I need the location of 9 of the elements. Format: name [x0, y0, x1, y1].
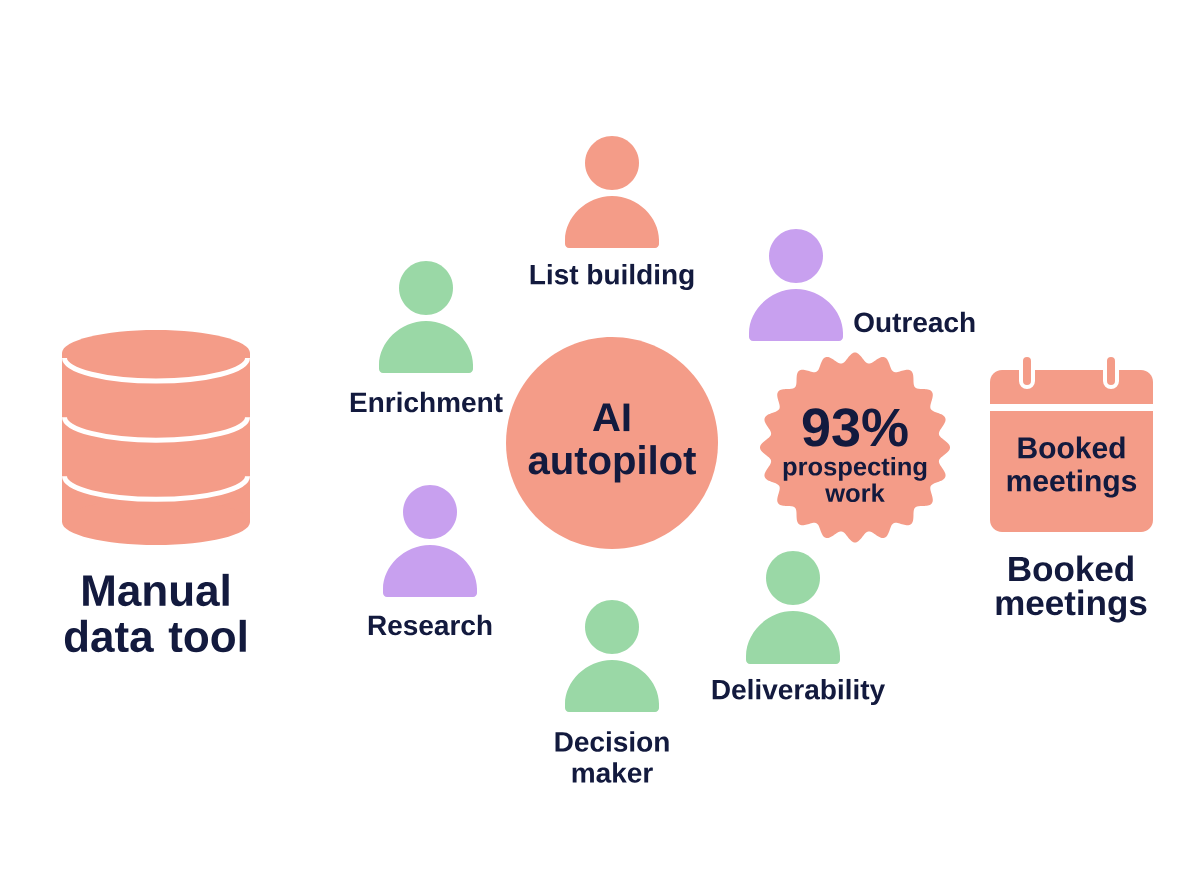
- node-label: Manual data tool: [64, 573, 246, 653]
- node-label: Deliverability: [712, 678, 885, 706]
- node-label: Enrichment: [350, 391, 503, 413]
- seal-badge: 93% prospecting work: [760, 352, 950, 543]
- node-label: Outreach: [854, 311, 975, 333]
- node-label: Decision maker: [555, 731, 669, 783]
- node-label: Research: [368, 614, 492, 636]
- node-label: List building: [530, 263, 694, 291]
- node-label: Booked meetings: [996, 555, 1147, 623]
